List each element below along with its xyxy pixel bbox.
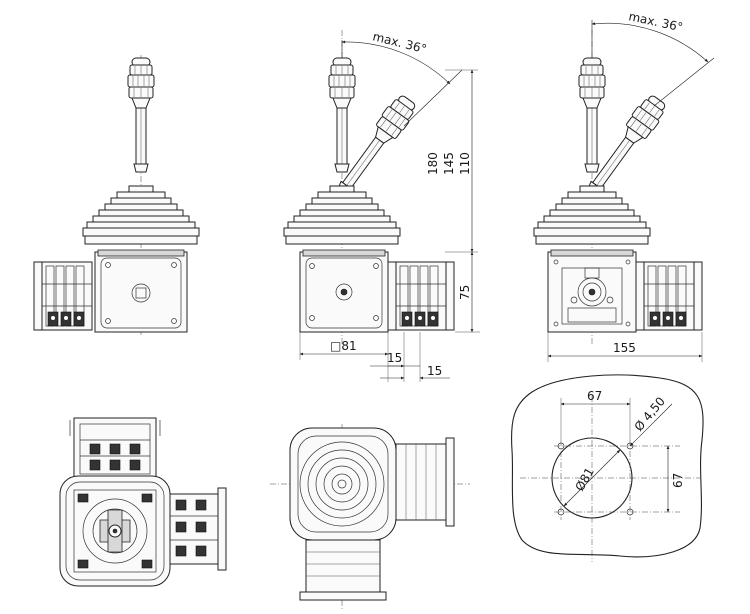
view-rear-elevation: max. 36° 155 xyxy=(533,9,715,362)
height-label-110: 110 xyxy=(458,152,472,175)
angle-label-rear: max. 36° xyxy=(627,9,684,34)
view-side-elevation: max. 36° 180 145 110 75 □81 15 15 xyxy=(283,29,480,382)
cutout-outline xyxy=(511,374,704,558)
width-label-67: 67 xyxy=(587,389,602,403)
diameter-label-81: Ø81 xyxy=(572,465,596,493)
height-label-67: 67 xyxy=(671,473,685,488)
height-label-145: 145 xyxy=(442,152,456,175)
view-front-elevation xyxy=(33,55,200,335)
height-label-180: 180 xyxy=(426,152,440,175)
square-label-81: □81 xyxy=(330,339,357,353)
height-label-75: 75 xyxy=(458,285,472,300)
width-label-15a: 15 xyxy=(387,351,402,365)
view-top xyxy=(270,424,470,610)
width-label-155: 155 xyxy=(613,341,636,355)
view-mounting-cutout: 67 67 Ø81 Ø 4,50 xyxy=(511,374,704,562)
width-label-15b: 15 xyxy=(427,364,442,378)
view-bottom xyxy=(59,417,227,587)
hole-diameter-label: Ø 4,50 xyxy=(632,394,668,434)
